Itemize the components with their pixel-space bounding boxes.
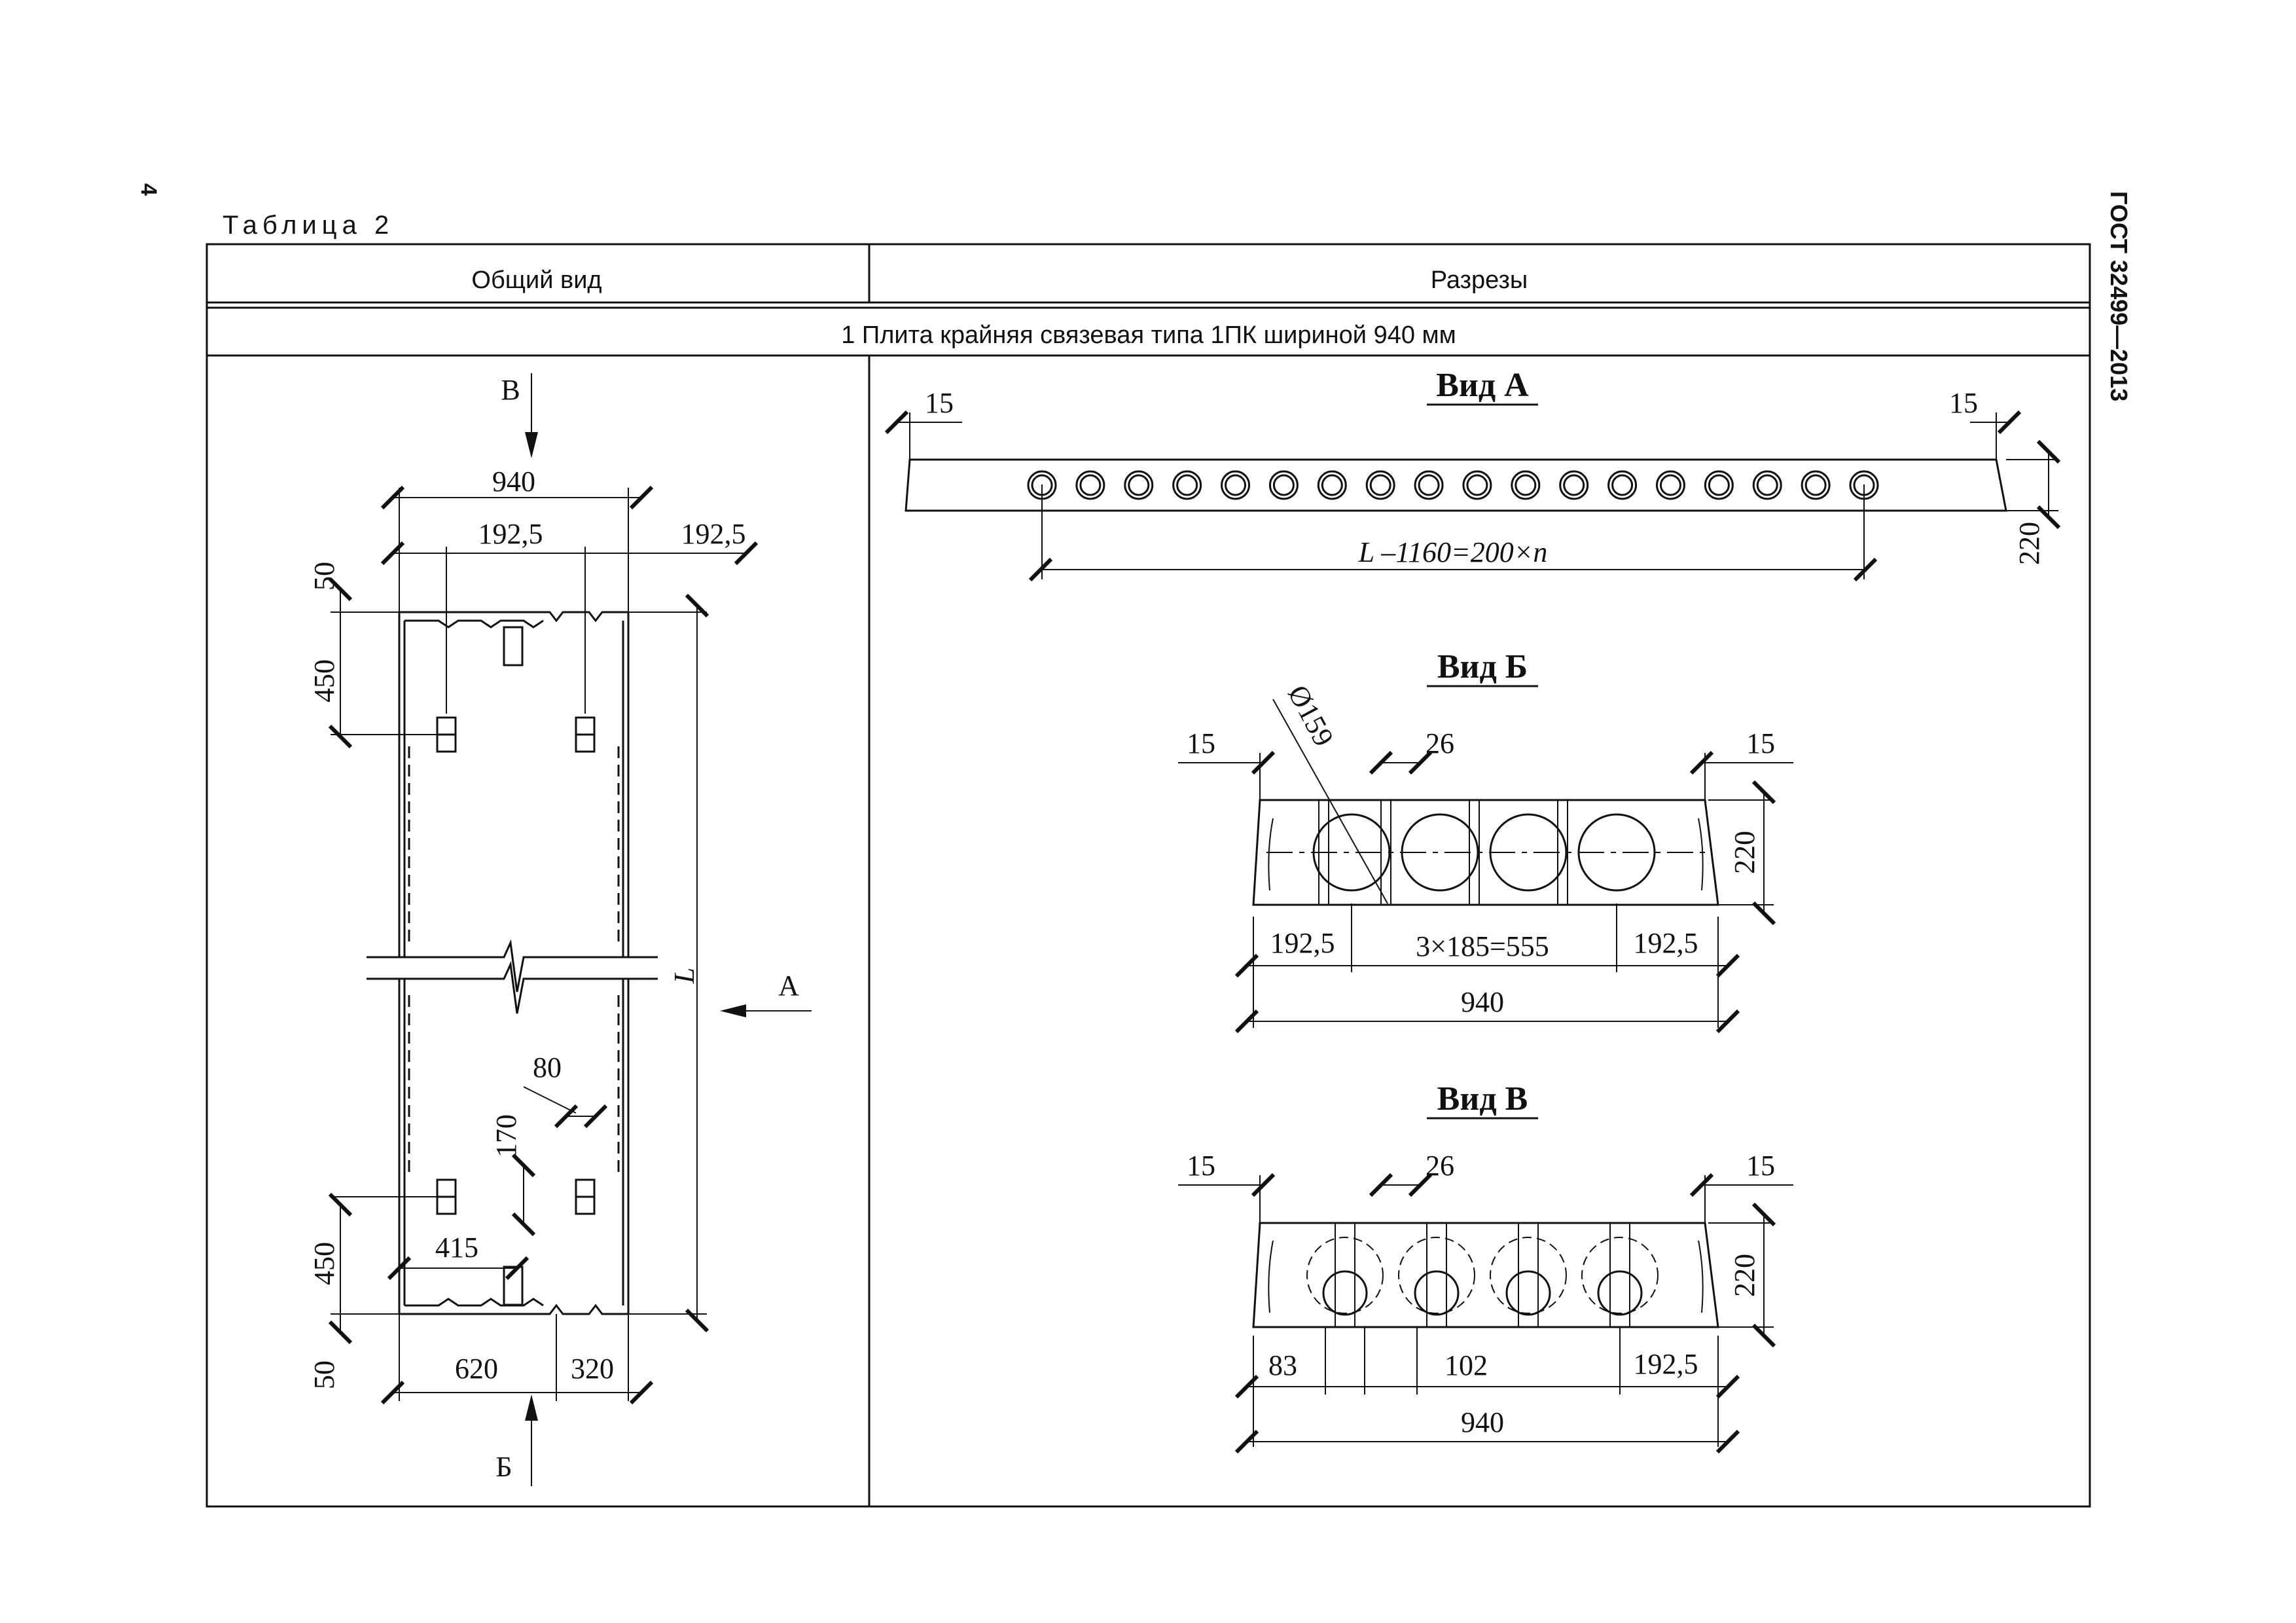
void-circle-outer (1172, 470, 1202, 500)
dim-b-15-right: 15 (1746, 727, 1775, 759)
void-circle-outer (1414, 470, 1444, 500)
void-circle-inner (1708, 474, 1730, 496)
marker-v: В (501, 374, 520, 406)
void-circle-inner (1418, 474, 1440, 496)
view-v-drawing (1252, 1222, 1719, 1328)
void-circle-outer (1511, 470, 1541, 500)
dim-v-26: 26 (1426, 1150, 1454, 1182)
table-label: Таблица 2 (223, 211, 395, 240)
marker-a: А (778, 970, 799, 1002)
void-circle-outer (1365, 470, 1395, 500)
void-circle-outer (1317, 470, 1347, 500)
dim-general-192-left: 192,5 (478, 518, 543, 550)
view-a-drawing (905, 458, 2007, 512)
void-circle-inner (1272, 474, 1295, 496)
void-circle-outer (1221, 470, 1251, 500)
dim-b-192-right: 192,5 (1634, 927, 1698, 959)
void-circle-inner (1515, 474, 1537, 496)
dim-general-192-right: 192,5 (681, 518, 746, 550)
row-title: 1 Плита крайняя связевая типа 1ПК ширино… (841, 321, 1456, 349)
section-arrows (525, 432, 746, 1421)
dim-b-15-left: 15 (1187, 727, 1215, 759)
dim-general-415: 415 (435, 1231, 478, 1264)
view-b-drawing (1252, 799, 1719, 906)
void-circle-outer (1559, 470, 1589, 500)
void-circle-inner (1369, 474, 1391, 496)
void-circle-outer (1075, 470, 1105, 500)
void-circle-inner (1659, 474, 1681, 496)
void-circle-outer (1124, 470, 1154, 500)
dim-general-450-top: 450 (308, 659, 340, 702)
dim-general-620: 620 (455, 1353, 498, 1385)
void-circle-inner (1563, 474, 1585, 496)
dim-a-15-right: 15 (1949, 387, 1978, 419)
dim-general-50-top: 50 (308, 562, 340, 591)
dim-v-83: 83 (1268, 1349, 1297, 1381)
dim-general-170: 170 (490, 1114, 522, 1158)
void-circle-inner (1321, 474, 1343, 496)
dim-b-26: 26 (1426, 727, 1454, 759)
dim-v-102: 102 (1444, 1349, 1488, 1381)
marker-l: L (668, 968, 700, 984)
void-circle-outer (1801, 470, 1831, 500)
dim-v-15-left: 15 (1187, 1150, 1215, 1182)
void-circle-inner (1756, 474, 1778, 496)
dim-b-192-left: 192,5 (1270, 927, 1335, 959)
dim-general-450-bottom: 450 (308, 1242, 340, 1285)
dim-general-50-bottom: 50 (308, 1360, 340, 1389)
void-circle-inner (1079, 474, 1102, 496)
view-b-dimensions (1178, 699, 1793, 1034)
void-circle-outer (1752, 470, 1782, 500)
dim-b-220: 220 (1729, 831, 1761, 874)
void-circle-inner (1611, 474, 1634, 496)
void-circle-outer (1607, 470, 1638, 500)
dim-b-940: 940 (1461, 986, 1504, 1018)
view-v-dimensions (1178, 1173, 1793, 1454)
void-circle-inner (1128, 474, 1150, 496)
dim-b-555: 3×185=555 (1416, 930, 1549, 962)
void-circle-outer (1268, 470, 1299, 500)
dim-general-80: 80 (533, 1051, 562, 1084)
dim-v-220: 220 (1729, 1254, 1761, 1297)
void-circle-outer (1655, 470, 1685, 500)
view-b-title: Вид Б (1437, 648, 1528, 685)
void-circle-outer (1462, 470, 1492, 500)
void-circle-inner (1466, 474, 1488, 496)
void-circle-inner (1225, 474, 1247, 496)
dim-v-15-right: 15 (1746, 1150, 1775, 1182)
general-view-dimensions (328, 373, 812, 1486)
table-frame (206, 243, 2091, 1508)
dim-b-diameter: Ø159 (1282, 680, 1340, 752)
void-circle-inner (1804, 474, 1827, 496)
dim-a-15-left: 15 (925, 387, 954, 419)
void-circle-outer (1704, 470, 1734, 500)
dim-a-formula: L –1160=200×n (1358, 536, 1548, 568)
header-sections: Разрезы (1431, 266, 1528, 294)
dim-general-320: 320 (571, 1353, 614, 1385)
view-v-title: Вид В (1437, 1080, 1528, 1118)
dim-a-220: 220 (2013, 522, 2045, 565)
view-a-title: Вид А (1436, 367, 1529, 404)
general-view-drawing (367, 611, 658, 1315)
view-a-dimensions (884, 410, 2061, 582)
dim-v-940: 940 (1461, 1406, 1504, 1438)
dim-v-192: 192,5 (1634, 1348, 1698, 1380)
void-circle-inner (1176, 474, 1198, 496)
dim-general-940: 940 (492, 465, 535, 498)
header-general-view: Общий вид (471, 266, 601, 294)
marker-b: Б (495, 1451, 512, 1483)
